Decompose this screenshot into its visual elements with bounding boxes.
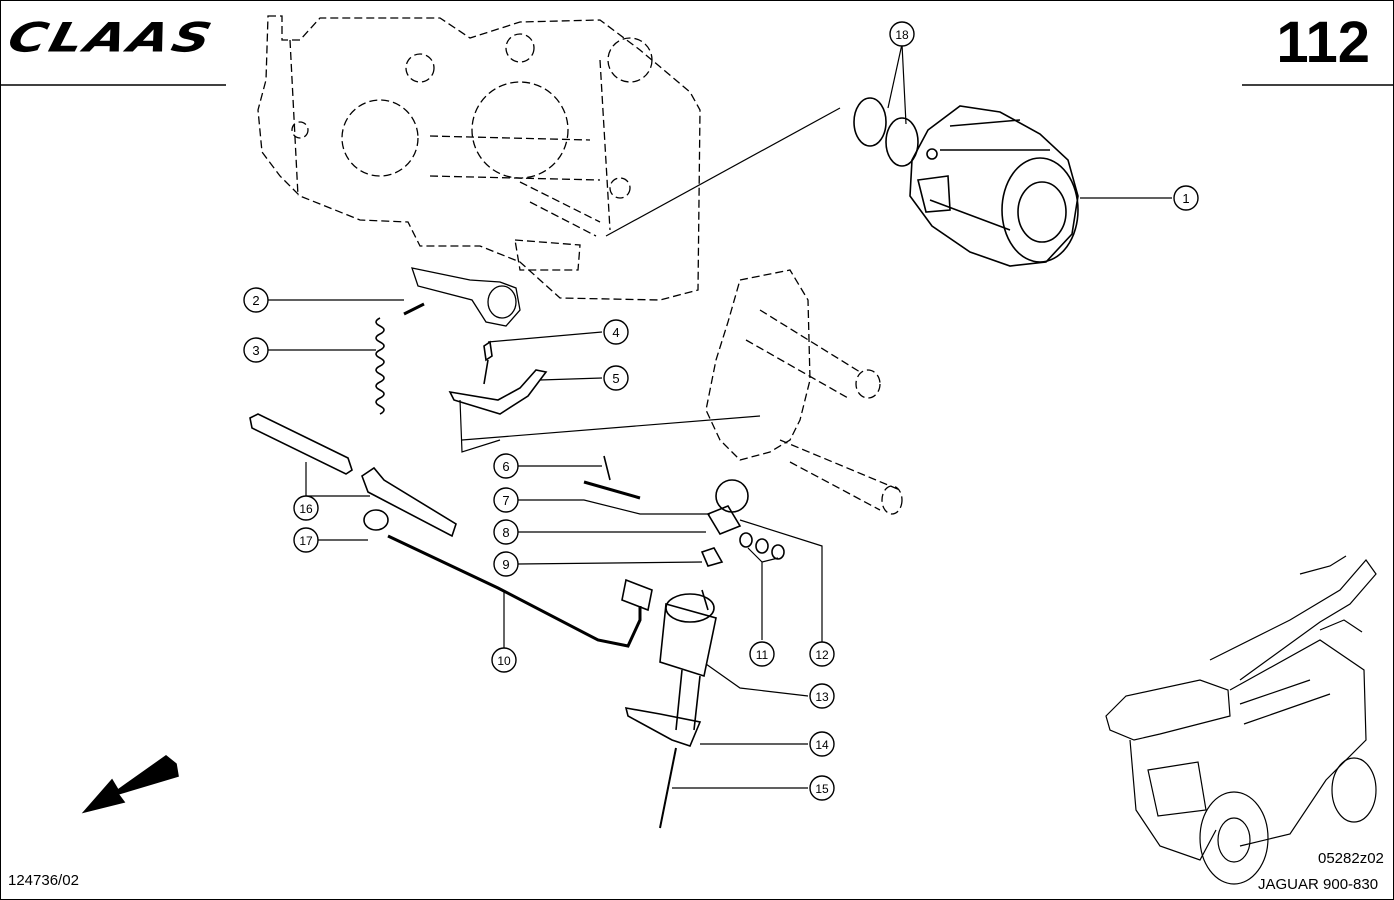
- callout-label-14: 14: [815, 738, 829, 752]
- cotter-pin: [603, 455, 611, 481]
- direction-arrow: [81, 754, 179, 814]
- callout-11: 11: [749, 641, 775, 667]
- callout-label-3: 3: [252, 343, 259, 358]
- roller: [715, 479, 749, 513]
- callout-15: 15: [809, 775, 835, 801]
- callout-3: 3: [243, 337, 269, 363]
- page-number: 112: [1276, 10, 1370, 75]
- solenoid: [659, 589, 717, 731]
- callout-label-10: 10: [497, 654, 511, 668]
- drawing-number: 124736/02: [8, 872, 79, 889]
- callout-label-15: 15: [815, 782, 829, 796]
- callout-10: 10: [491, 647, 517, 673]
- hose-clip: [363, 509, 389, 531]
- harvester-inset-drawing: [1105, 555, 1377, 885]
- bolt-screw: [483, 340, 493, 385]
- callout-label-6: 6: [502, 459, 509, 474]
- callout-8: 8: [493, 519, 519, 545]
- callout-2: 2: [243, 287, 269, 313]
- callout-16: 16: [293, 495, 319, 521]
- callout-4: 4: [603, 319, 629, 345]
- callout-label-7: 7: [502, 493, 509, 508]
- callout-6: 6: [493, 453, 519, 479]
- base-plate: [624, 706, 702, 747]
- mounting-strap-lower: [361, 466, 457, 538]
- bracket-link-line: [461, 415, 761, 441]
- split-pin: [403, 302, 425, 316]
- tension-spring: [375, 317, 385, 415]
- callout-label-12: 12: [815, 648, 829, 662]
- gearbox-housing: [257, 15, 701, 301]
- washer-a: [739, 532, 753, 548]
- wiring-cable: [387, 534, 642, 648]
- callout-5: 5: [603, 365, 629, 391]
- mounting-plate: [705, 269, 903, 515]
- clevis-pin: [583, 480, 641, 500]
- callout-label-4: 4: [612, 325, 619, 340]
- callout-18: 18: [889, 21, 915, 47]
- callout-markers: 1 2 3 4 5 6 7 8 9 10 11 12 13 14 15 16 1…: [243, 21, 1199, 801]
- callout-label-9: 9: [502, 557, 509, 572]
- inset-code: 05282z02: [1318, 850, 1384, 867]
- washer-b: [755, 538, 769, 554]
- hex-nut: [700, 547, 724, 567]
- callout-label-2: 2: [252, 293, 259, 308]
- threaded-rod: [659, 747, 677, 829]
- callout-14: 14: [809, 731, 835, 757]
- callout-12: 12: [809, 641, 835, 667]
- callout-label-8: 8: [502, 525, 509, 540]
- callout-label-13: 13: [815, 690, 829, 704]
- callout-label-1: 1: [1182, 191, 1189, 206]
- cable-connector: [621, 578, 653, 612]
- callout-17: 17: [293, 527, 319, 553]
- shift-lever: [411, 267, 521, 327]
- callout-label-16: 16: [299, 502, 313, 516]
- callout-label-17: 17: [299, 534, 313, 548]
- model-label: JAGUAR 900-830: [1258, 876, 1379, 893]
- callout-label-11: 11: [756, 648, 769, 662]
- washer-c: [771, 544, 785, 560]
- leader-lines: [268, 43, 1172, 789]
- callout-13: 13: [809, 683, 835, 709]
- clutch-assembly: [853, 97, 1079, 267]
- callout-7: 7: [493, 487, 519, 513]
- callout-label-5: 5: [612, 371, 619, 386]
- mounting-strap-upper: [249, 413, 353, 475]
- callout-1: 1: [1173, 185, 1199, 211]
- bracket-plate: [448, 369, 548, 415]
- callout-label-18: 18: [895, 28, 909, 42]
- callout-9: 9: [493, 551, 519, 577]
